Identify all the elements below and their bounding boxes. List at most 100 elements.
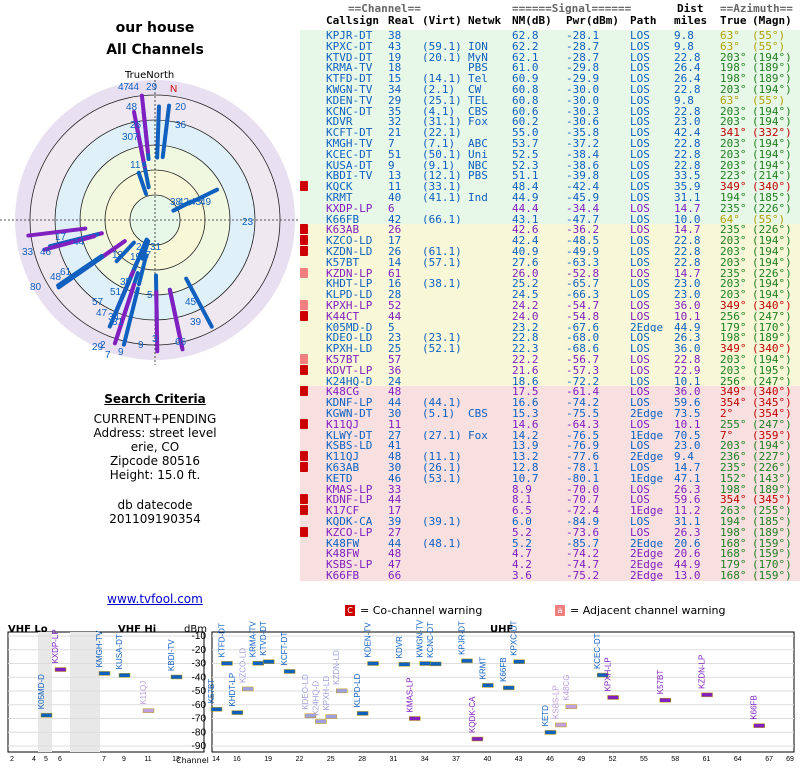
station-bar[interactable] [502, 685, 515, 691]
station-bar[interactable] [461, 658, 473, 664]
cell-magn: (227°) [752, 450, 792, 464]
station-bar[interactable] [482, 683, 494, 688]
x-tick: 11 [144, 756, 151, 763]
cell-nm: 6.0 [512, 515, 532, 528]
tvfool-link[interactable]: www.tvfool.com [107, 592, 203, 606]
station-bar[interactable] [315, 719, 327, 724]
station-bar[interactable] [753, 723, 765, 728]
station-bar[interactable] [242, 686, 254, 692]
station-bar[interactable] [304, 713, 317, 718]
station-bar[interactable] [231, 710, 244, 715]
station-bar[interactable] [210, 707, 223, 712]
cell-pwr: -70.0 [566, 482, 600, 496]
station-bar[interactable] [419, 661, 431, 666]
station-bar[interactable] [170, 674, 183, 680]
station-bar[interactable] [98, 671, 111, 676]
station-bar[interactable] [252, 660, 264, 666]
station-bar[interactable] [607, 695, 619, 700]
station-bar[interactable] [659, 697, 672, 703]
station-bar[interactable] [544, 730, 557, 735]
station-bar[interactable] [262, 659, 275, 664]
station-bar[interactable] [118, 673, 131, 678]
polar-label: 3 [152, 334, 158, 345]
station-bar[interactable] [398, 662, 411, 667]
station-bar[interactable] [701, 692, 713, 698]
cell-path: 1Edge [630, 428, 664, 442]
station-bar[interactable] [221, 661, 233, 666]
station-bar[interactable] [565, 704, 578, 709]
station-bar[interactable] [429, 661, 442, 667]
station-bar[interactable] [335, 688, 348, 694]
station-bar[interactable] [40, 712, 53, 718]
station-bar[interactable] [142, 708, 155, 713]
station-bar[interactable] [409, 716, 421, 721]
cell-pwr: -49.9 [566, 245, 600, 258]
station-bar[interactable] [513, 659, 525, 664]
station-bar[interactable] [555, 722, 567, 728]
cell-true: 7° [720, 428, 734, 442]
station-bar[interactable] [367, 661, 379, 666]
station-bar[interactable] [356, 711, 369, 716]
cell-nm: 53.7 [512, 137, 539, 150]
polar-label: 35 [120, 277, 132, 288]
station-bar[interactable] [471, 736, 484, 742]
cell-path: LOS [630, 309, 650, 323]
station-bar[interactable] [596, 672, 609, 678]
station-bar[interactable] [283, 669, 296, 674]
station-bar[interactable] [54, 667, 67, 672]
polar-label: 13 [112, 250, 124, 261]
station-bar[interactable] [325, 714, 338, 719]
